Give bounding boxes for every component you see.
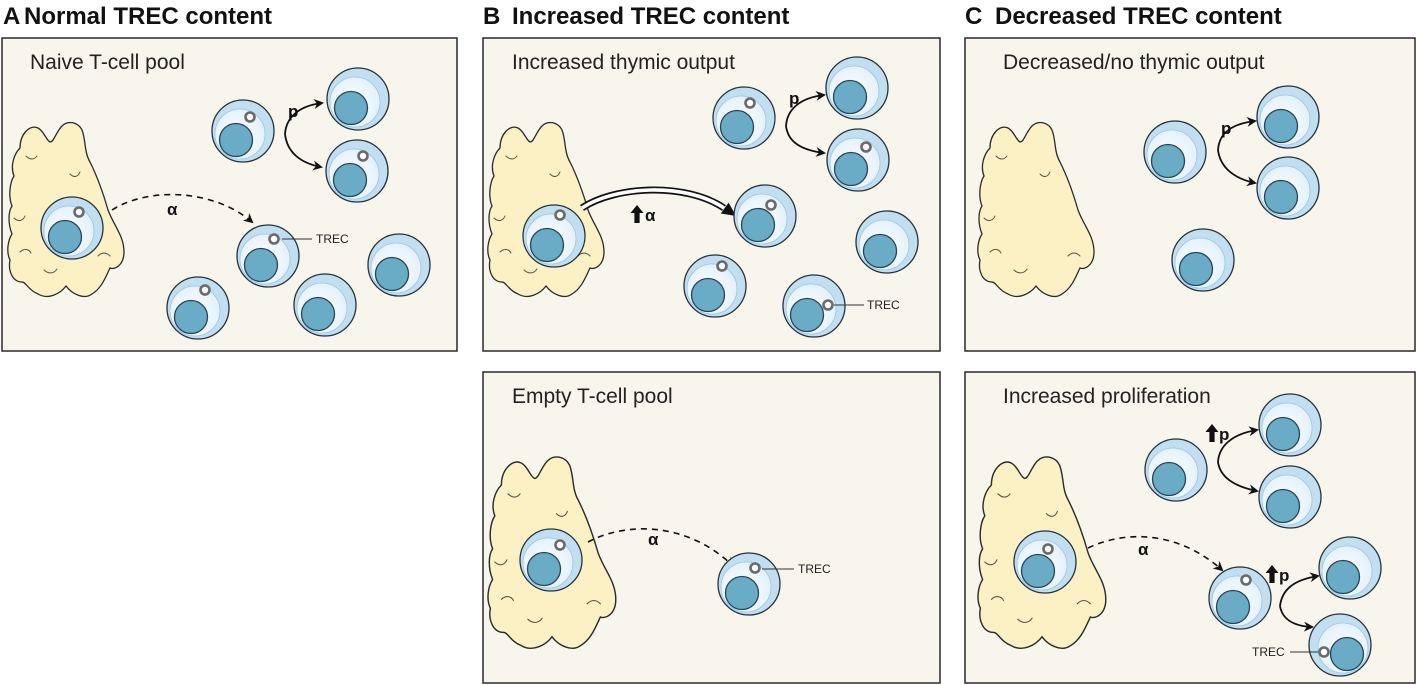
thymic-output-label: α — [645, 206, 656, 225]
trec-label: TREC — [316, 232, 349, 246]
proliferation-arrow-down — [1217, 149, 1257, 187]
trec-circle — [749, 562, 761, 574]
proliferation-arrow-down — [284, 133, 323, 171]
t-cell — [826, 128, 890, 192]
header-title-a: Normal TREC content — [24, 3, 272, 30]
thymic-output-arrow — [111, 193, 254, 224]
header-title-b: Increased TREC content — [512, 3, 789, 30]
t-cell — [326, 67, 390, 131]
trec-circle — [744, 97, 756, 109]
panel-c-top-title: Decreased/no thymic output — [1003, 51, 1265, 74]
thymic-output-label: α — [648, 530, 659, 549]
t-cell — [1013, 530, 1077, 594]
header-a: A Normal TREC content — [3, 3, 272, 30]
proliferation-label: p — [1279, 566, 1289, 585]
trec-circle — [554, 539, 566, 551]
thymic-output-label: α — [167, 200, 178, 219]
proliferation-arrow-up — [1217, 116, 1257, 151]
panel-b-bottom-title: Empty T-cell pool — [512, 385, 673, 408]
panel-a-title: Naive T-cell pool — [30, 51, 185, 74]
t-cell — [325, 139, 389, 203]
increased-thymic-output-arrowhead — [720, 202, 736, 216]
t-cell — [825, 56, 889, 120]
trec-label: TREC — [798, 562, 831, 576]
t-cell — [522, 204, 586, 268]
proliferation-arrow-up — [284, 99, 324, 135]
proliferation-arrow-down — [785, 125, 826, 157]
header-letter-c: C — [965, 3, 982, 30]
t-cell — [1258, 465, 1322, 529]
header-letter-a: A — [3, 3, 20, 30]
panel-c-bottom: Increased proliferation α p p TREC — [964, 371, 1416, 684]
t-cell — [1256, 156, 1320, 220]
t-cell — [733, 184, 797, 248]
t-cell — [519, 528, 583, 592]
proliferation-label: p — [1221, 119, 1231, 138]
proliferation-label: p — [789, 89, 799, 108]
trec-circle — [1240, 574, 1252, 586]
t-cell — [782, 274, 846, 338]
thymic-output-arrow — [587, 528, 735, 568]
trec-circle — [357, 150, 369, 162]
panel-c-top: Decreased/no thymic output p — [964, 37, 1416, 352]
t-cell — [1258, 393, 1322, 457]
t-cell — [1143, 120, 1207, 184]
panel-b-top: Increased thymic output α p TREC — [482, 37, 941, 352]
header-title-c: Decreased TREC content — [995, 3, 1282, 30]
trec-circle — [716, 260, 728, 272]
t-cell — [683, 254, 747, 318]
trec-circle — [1318, 646, 1330, 658]
trec-circle — [765, 199, 777, 211]
trec-circle — [199, 284, 211, 296]
trec-label: TREC — [1252, 645, 1285, 659]
t-cell — [293, 273, 357, 337]
panel-c-bottom-title: Increased proliferation — [1003, 385, 1211, 408]
proliferation-arrow-up — [1279, 572, 1320, 607]
t-cell — [717, 552, 781, 616]
trec-circle — [244, 111, 256, 123]
t-cell — [211, 99, 275, 163]
trec-circle — [1042, 543, 1054, 555]
t-cell — [1144, 438, 1208, 502]
t-cell — [855, 210, 919, 274]
trec-circle — [860, 141, 872, 153]
t-cell — [367, 233, 431, 297]
panel-b-bottom: Empty T-cell pool α TREC — [482, 371, 941, 684]
header-c: C Decreased TREC content — [965, 3, 1282, 30]
panel-a: Naive T-cell pool α p TREC — [1, 37, 458, 352]
t-cell — [1171, 228, 1235, 292]
trec-label: TREC — [867, 298, 900, 312]
t-cell — [712, 86, 776, 150]
trec-circle — [822, 299, 834, 311]
trec-circle — [268, 233, 280, 245]
t-cell — [1308, 613, 1372, 677]
proliferation-arrow-down — [1279, 605, 1314, 632]
t-cell — [1318, 536, 1382, 600]
thymic-output-label: α — [1138, 540, 1149, 559]
t-cell — [1208, 566, 1272, 630]
t-cell — [236, 224, 300, 288]
proliferation-arrow-down — [1217, 461, 1259, 495]
proliferation-label: p — [288, 102, 298, 121]
proliferation-label: p — [1219, 425, 1229, 444]
trec-circle — [73, 206, 85, 218]
proliferation-arrow-up — [1217, 426, 1259, 463]
thymic-output-arrow — [1087, 535, 1224, 572]
trec-circle — [554, 209, 566, 221]
increased-thymic-output-arrow-inner — [581, 188, 725, 210]
header-letter-b: B — [483, 3, 500, 30]
t-cell — [1256, 85, 1320, 149]
proliferation-arrow-up — [785, 90, 826, 127]
header-b: B Increased TREC content — [483, 3, 789, 30]
t-cell — [166, 276, 230, 340]
panel-b-top-title: Increased thymic output — [512, 51, 735, 74]
t-cell — [40, 196, 104, 260]
